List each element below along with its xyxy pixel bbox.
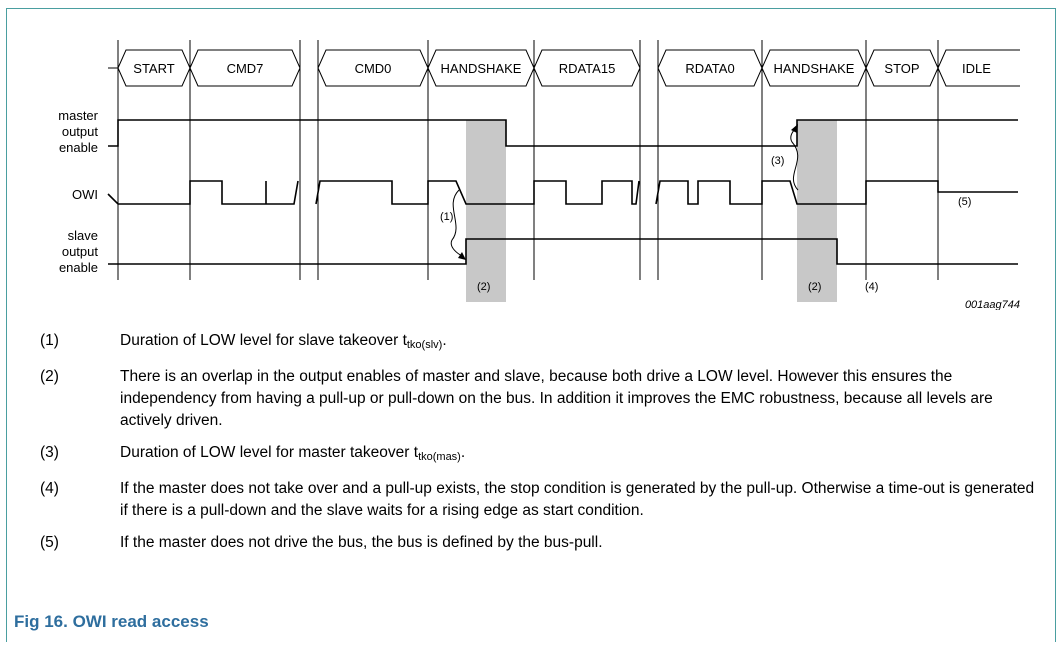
note-subscript: tko(mas)	[418, 451, 461, 463]
time-ticks	[117, 40, 939, 280]
state-handshake-2: HANDSHAKE	[774, 61, 855, 76]
state-idle: IDLE	[962, 61, 991, 76]
master-output-enable-wave	[108, 119, 1018, 147]
timing-diagram: START CMD7 CMD0 HANDSHAKE RDATA15 RDATA0…	[58, 40, 1020, 310]
arrowhead-3	[791, 124, 798, 133]
owi-wave-2	[315, 180, 640, 205]
state-rdata15: RDATA15	[559, 61, 616, 76]
label-master-1: master	[58, 108, 98, 123]
note-number: (1)	[40, 332, 59, 349]
note-text: If the master does not drive the bus, th…	[120, 534, 603, 551]
figure-caption: Fig 16. OWI read access	[14, 612, 209, 631]
note-5: (5) If the master does not drive the bus…	[40, 532, 1040, 554]
marker-4: (4)	[865, 281, 878, 293]
note-number: (3)	[40, 444, 59, 461]
label-master-2: output	[62, 124, 99, 139]
label-master-3: enable	[59, 140, 98, 155]
figure-frame	[6, 8, 1056, 642]
note-2: (2) There is an overlap in the output en…	[40, 366, 1040, 432]
label-owi: OWI	[72, 187, 98, 202]
marker-2a: (2)	[477, 281, 490, 293]
note-text: There is an overlap in the output enable…	[120, 368, 993, 429]
arrow-3	[790, 127, 799, 191]
note-number: (2)	[40, 368, 59, 385]
bus-state-shapes	[108, 49, 1020, 87]
note-4: (4) If the master does not take over and…	[40, 478, 1040, 522]
state-rdata0: RDATA0	[685, 61, 734, 76]
marker-3: (3)	[771, 155, 784, 167]
slave-output-enable-wave	[108, 238, 1018, 265]
note-1: (1) Duration of LOW level for slave take…	[40, 330, 1040, 356]
marker-1: (1)	[440, 211, 453, 223]
note-text: Duration of LOW level for slave takeover…	[120, 332, 407, 349]
state-stop: STOP	[884, 61, 919, 76]
marker-5: (5)	[958, 196, 971, 208]
notes-list: (1) Duration of LOW level for slave take…	[40, 330, 1040, 564]
note-subscript: tko(slv)	[406, 339, 443, 351]
label-slave-2: output	[62, 244, 99, 259]
note-tail: .	[442, 332, 447, 349]
state-cmd0: CMD0	[355, 61, 392, 76]
arrowhead-1	[458, 252, 466, 260]
figure-id: 001aag744	[965, 299, 1020, 310]
note-tail: .	[460, 444, 466, 461]
label-slave-1: slave	[68, 228, 98, 243]
marker-2b: (2)	[808, 281, 821, 293]
owi-wave-1	[107, 180, 299, 205]
state-start: START	[133, 61, 174, 76]
note-text: If the master does not take over and a p…	[120, 480, 1035, 519]
note-number: (4)	[40, 480, 59, 497]
overlap-region-1	[466, 120, 506, 302]
state-handshake-1: HANDSHAKE	[441, 61, 522, 76]
note-text: Duration of LOW level for master takeove…	[120, 444, 419, 461]
overlap-region-2	[797, 120, 837, 302]
note-3: (3) Duration of LOW level for master tak…	[40, 442, 1040, 468]
note-number: (5)	[40, 534, 59, 551]
owi-wave-3	[655, 180, 1018, 205]
label-slave-3: enable	[59, 260, 98, 275]
arrow-1	[450, 189, 463, 257]
state-cmd7: CMD7	[227, 61, 264, 76]
